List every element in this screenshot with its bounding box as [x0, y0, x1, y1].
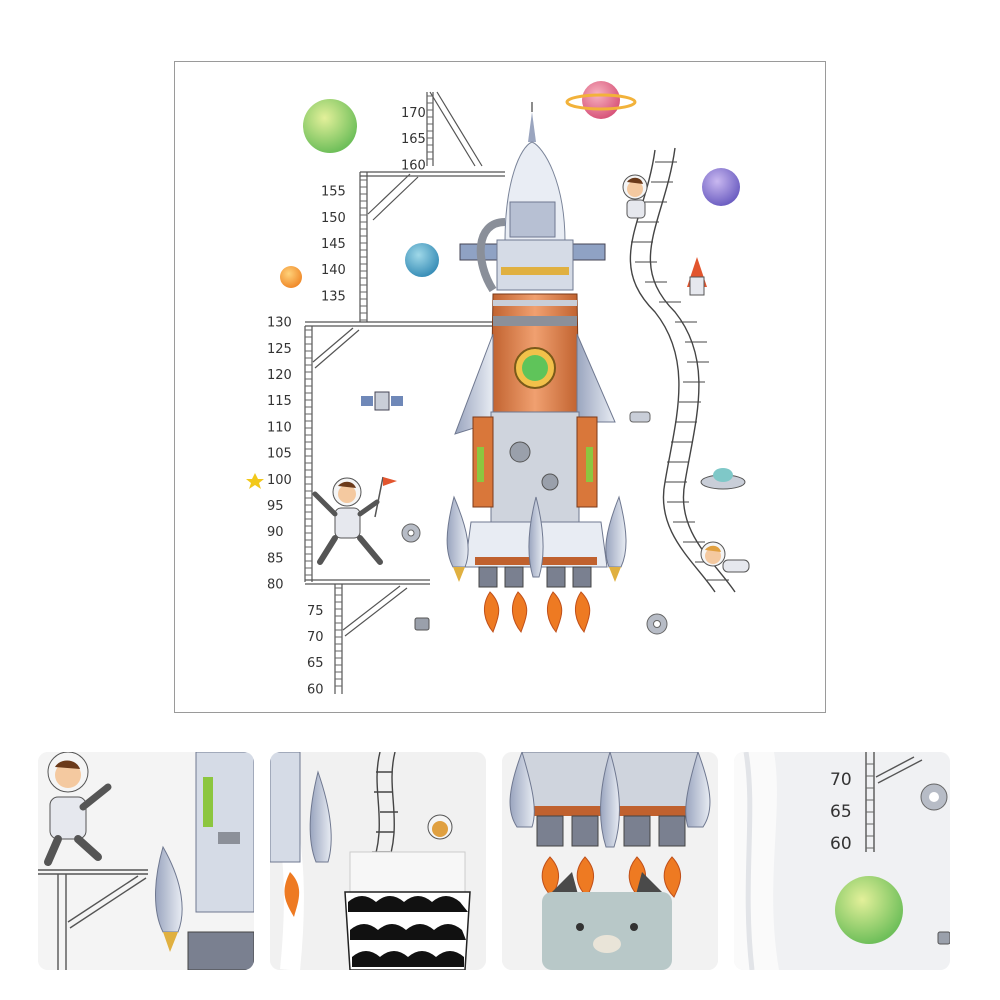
height-mark-label: 85	[267, 551, 284, 566]
height-mark-label: 75	[307, 604, 324, 619]
thumb-scale-label: 60	[830, 834, 852, 854]
astronaut-on-ladder	[622, 174, 648, 219]
thumb-scale-label: 65	[830, 802, 852, 822]
height-mark-label: 110	[267, 420, 292, 435]
height-mark-label: 125	[267, 342, 292, 357]
height-mark-label: 95	[267, 499, 284, 514]
step-ladders	[304, 91, 505, 694]
ringed-planet-icon	[565, 81, 637, 119]
height-mark-label: 115	[267, 394, 292, 409]
green-planet-icon	[835, 876, 903, 944]
thumbnail-row: 70 65 60	[38, 752, 962, 970]
height-mark-label: 100	[267, 473, 292, 488]
height-mark-label: 160	[401, 158, 426, 173]
satellite-icon	[361, 391, 403, 411]
height-scale: 170 165 160 155 150 145 140 135 130 125 120 115 110 1…	[267, 106, 426, 697]
green-planet-icon	[303, 99, 357, 153]
rope-ladder	[629, 147, 736, 593]
thumbnail-basket-scene[interactable]	[270, 752, 486, 970]
height-mark-label: 155	[321, 185, 346, 200]
rocket-illustration	[446, 102, 627, 634]
height-mark-label: 165	[401, 132, 426, 147]
main-product-image: 170 165 160 155 150 145 140 135 130 125 120 115 110 1…	[174, 61, 826, 713]
floating-astronaut	[700, 541, 750, 573]
ladder-rungs	[305, 95, 433, 687]
purple-planet-icon	[702, 168, 740, 206]
blue-planet-icon	[405, 243, 439, 277]
small-rocket-icon	[687, 257, 707, 296]
gear-icon	[401, 523, 668, 635]
rope-ladder-rungs	[631, 161, 729, 581]
height-mark-label: 70	[307, 630, 324, 645]
thumbnail-rocket-engine-scene[interactable]	[502, 752, 718, 970]
star-icon	[246, 473, 264, 489]
height-mark-label: 170	[401, 106, 426, 121]
height-mark-label: 105	[267, 447, 292, 462]
height-mark-label: 130	[267, 316, 292, 331]
height-mark-label: 120	[267, 368, 292, 383]
space-capsule-icon	[629, 411, 651, 423]
height-mark-label: 150	[321, 211, 346, 226]
astronaut-with-flag	[312, 476, 397, 565]
thumb-scale-label: 70	[830, 770, 852, 790]
height-mark-label: 90	[267, 525, 284, 540]
height-mark-label: 145	[321, 237, 346, 252]
ufo-icon	[700, 468, 746, 490]
orange-planet-icon	[280, 266, 302, 288]
height-mark-label: 65	[307, 656, 324, 671]
height-mark-label: 80	[267, 578, 284, 593]
gear-icon	[920, 783, 948, 811]
wall-sticker-illustration: 170 165 160 155 150 145 140 135 130 125 120 115 110 1…	[246, 81, 750, 697]
thumbnail-wall-scale-closeup[interactable]: 70 65 60	[734, 752, 950, 970]
height-mark-label: 60	[307, 682, 324, 697]
space-probe-icon	[414, 617, 430, 631]
thumbnail-astronaut-closeup[interactable]	[38, 752, 254, 970]
height-mark-label: 135	[321, 289, 346, 304]
height-mark-label: 140	[321, 263, 346, 278]
